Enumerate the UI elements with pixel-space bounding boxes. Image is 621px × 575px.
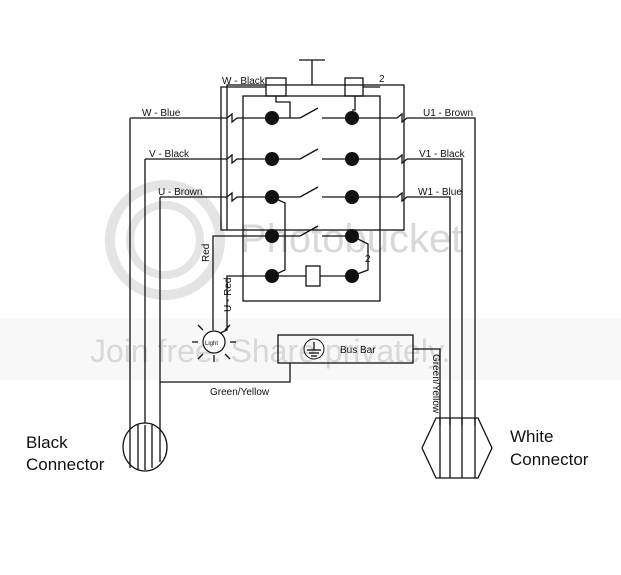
left-wires bbox=[129, 86, 272, 425]
light-bulb-icon bbox=[192, 324, 236, 362]
watermark: Photobucket Join free. Share privately. bbox=[0, 180, 621, 380]
label-green-yellow-v: Green/Yellow bbox=[430, 354, 441, 414]
label-v-black: V - Black bbox=[149, 149, 190, 160]
label-v1-black: V1 - Black bbox=[419, 149, 466, 160]
label-green-yellow-h: Green/Yellow bbox=[210, 387, 270, 398]
black-connector-circle bbox=[122, 422, 168, 472]
label-white-connector-2: Connector bbox=[510, 450, 589, 469]
label-white-connector-1: White bbox=[510, 427, 553, 446]
label-two-top: 2 bbox=[379, 74, 385, 85]
white-connector-hexagon bbox=[421, 417, 493, 479]
label-u-red: U - Red bbox=[223, 278, 234, 312]
label-u-brown: U - Brown bbox=[158, 187, 202, 198]
label-w-blue: W - Blue bbox=[142, 108, 181, 119]
internal-wires bbox=[243, 86, 380, 277]
label-u1-brown: U1 - Brown bbox=[423, 108, 473, 119]
right-wires bbox=[352, 112, 476, 425]
switch-contacts bbox=[272, 107, 352, 287]
light-wires bbox=[212, 235, 272, 335]
label-two-coil: 2 bbox=[365, 254, 371, 265]
label-bus-bar: Bus Bar bbox=[340, 345, 376, 356]
label-w1-blue: W1 - Blue bbox=[418, 187, 462, 198]
label-black-connector-2: Connector bbox=[26, 455, 105, 474]
label-red: Red bbox=[201, 244, 212, 262]
switch-box bbox=[226, 59, 405, 302]
labels: W - Black 2 W - Blue V - Black U - Brown… bbox=[26, 74, 589, 474]
label-w-black: W - Black bbox=[222, 76, 266, 87]
ground-symbol-icon bbox=[303, 338, 325, 360]
label-black-connector-1: Black bbox=[26, 433, 68, 452]
bus-bar bbox=[159, 334, 441, 425]
label-light: Light bbox=[205, 341, 218, 347]
